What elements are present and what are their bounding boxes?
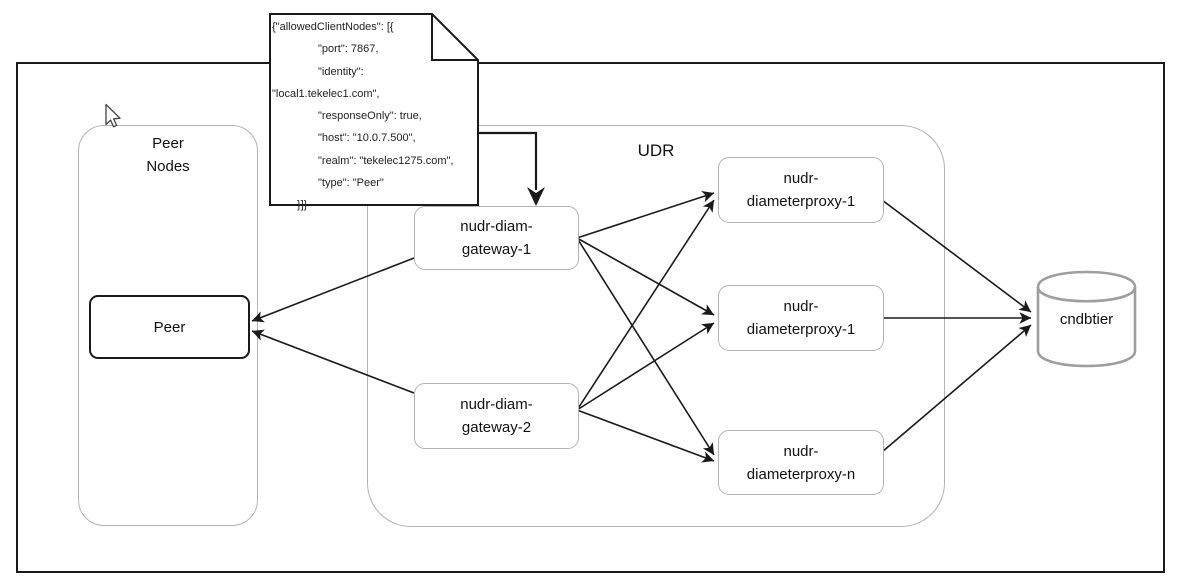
note-line: "type": "Peer": [318, 177, 384, 190]
note-line: "host": "10.0.7.500",: [318, 132, 416, 145]
note-text: {"allowedClientNodes": [{ "port": 7867, …: [270, 16, 478, 217]
node-gateway2-label-line2: gateway-2: [461, 419, 532, 436]
node-proxy1[interactable]: nudr- diameterproxy-1: [718, 157, 884, 223]
note-line: "local1.tekelec1.com",: [272, 87, 380, 100]
node-proxy3-label-line2: diameterproxy-n: [746, 465, 856, 483]
node-peer[interactable]: Peer: [89, 295, 250, 359]
node-proxy2-label-line1: nudr-: [783, 298, 819, 315]
note-line: "identity":: [318, 65, 364, 78]
peer-nodes-label-line1: Peer: [152, 135, 184, 152]
node-proxy3-label-line1: nudr-: [783, 442, 819, 460]
outer-frame[interactable]: [16, 62, 1165, 573]
node-gateway2-label-line1: nudr-diam-: [460, 396, 533, 413]
note-line: "port": 7867,: [318, 43, 379, 56]
note-line: {"allowedClientNodes": [{: [272, 21, 394, 33]
peer-nodes-label-line2: Nodes: [146, 158, 190, 175]
node-database-label: cndbtier: [1059, 311, 1114, 328]
note-line: "realm": "tekelec1275.com",: [318, 154, 454, 167]
note-line: }]}: [297, 199, 308, 212]
node-proxy3[interactable]: nudr- diameterproxy-n: [718, 430, 884, 495]
peer-nodes-label: Peer Nodes: [79, 132, 257, 178]
node-gateway1-label-line2: gateway-1: [461, 241, 532, 258]
udr-label: UDR: [637, 141, 675, 160]
node-gateway2[interactable]: nudr-diam- gateway-2: [414, 383, 579, 449]
node-peer-label: Peer: [153, 318, 186, 336]
node-gateway1-label-line1: nudr-diam-: [460, 218, 533, 235]
node-proxy1-label-line1: nudr-: [783, 170, 819, 187]
node-proxy2[interactable]: nudr- diameterproxy-1: [718, 285, 884, 351]
note-line: "responseOnly": true,: [318, 110, 422, 123]
node-proxy1-label-line2: diameterproxy-1: [746, 193, 856, 210]
node-proxy2-label-line2: diameterproxy-1: [746, 321, 856, 338]
